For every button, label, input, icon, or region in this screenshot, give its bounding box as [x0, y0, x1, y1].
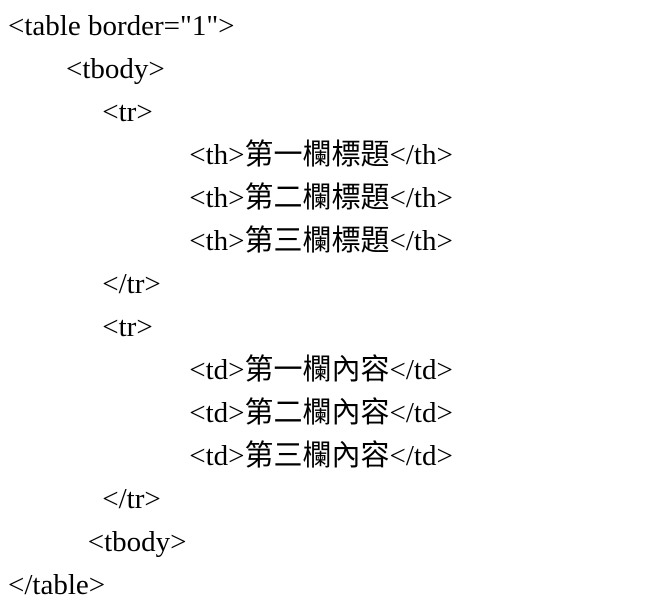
code-line-tr-open-2: <tr>: [8, 311, 153, 343]
code-line-tbody-2: <tbody>: [8, 526, 187, 558]
code-line-th-1: <th>第一欄標題</th>: [8, 139, 453, 171]
code-line-th-2: <th>第二欄標題</th>: [8, 182, 453, 214]
code-line-tr-open-1: <tr>: [8, 96, 153, 128]
code-line-tr-close-1: </tr>: [8, 268, 161, 300]
code-line-th-3: <th>第三欄標題</th>: [8, 225, 453, 257]
code-line-tr-close-2: </tr>: [8, 483, 161, 515]
code-line-td-1: <td>第一欄內容</td>: [8, 354, 453, 386]
code-line-tbody-open: <tbody>: [8, 53, 165, 85]
code-line-table-open: <table border="1">: [8, 10, 235, 42]
code-line-td-3: <td>第三欄內容</td>: [8, 440, 453, 472]
code-line-table-close: </table>: [8, 569, 106, 601]
code-line-td-2: <td>第二欄內容</td>: [8, 397, 453, 429]
